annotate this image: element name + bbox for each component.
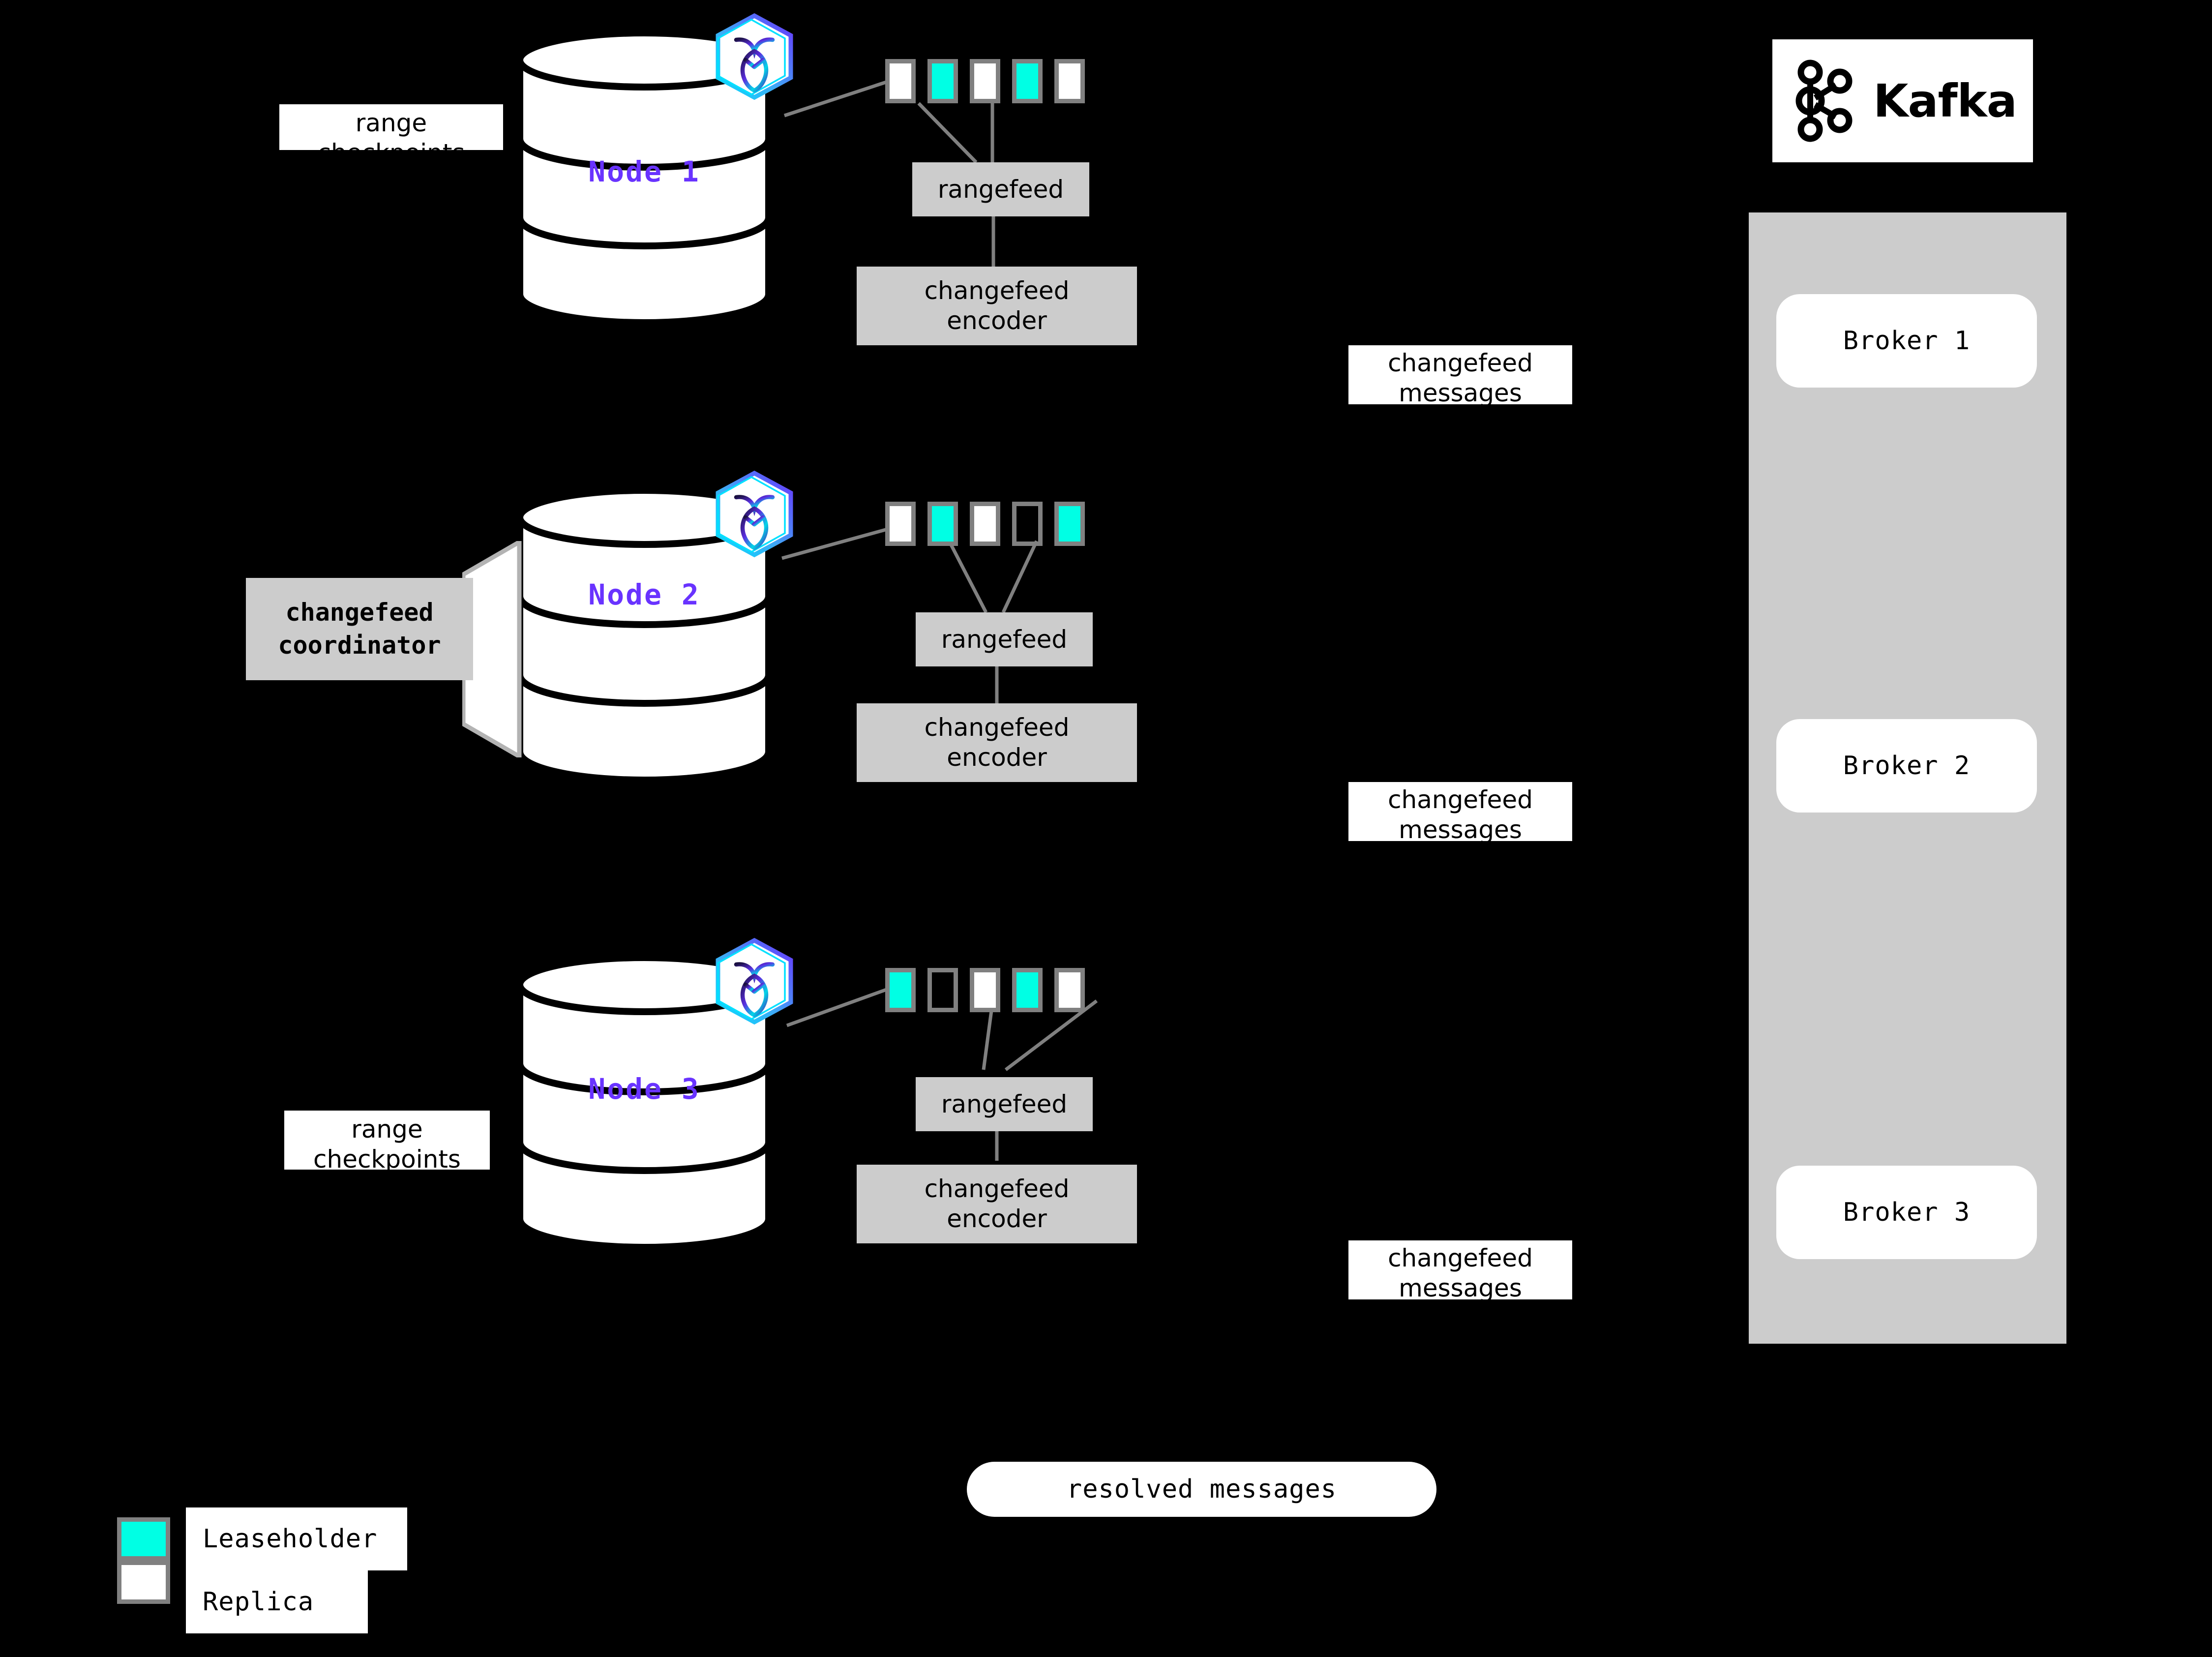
encoder-label-line2: encoder [947,743,1047,772]
range-checkpoints-line2: checkpoints [313,1145,461,1170]
kafka-nodes-icon [1795,60,1853,142]
range-block-leaseholder [1012,59,1043,103]
broker-box-2[interactable]: Broker 2 [1776,719,2037,813]
kafka-logo-box: Kafka [1772,39,2033,162]
rangefeed-label: rangefeed [941,1089,1068,1118]
range-block-empty [1012,502,1043,546]
cockroachdb-hexagon-icon [709,9,800,107]
range-block-leaseholder [1012,968,1043,1012]
range-block-leaseholder [1054,502,1085,546]
range-block-replica [1054,968,1085,1012]
rangefeed-box-node-2: rangefeed [916,612,1093,666]
range-checkpoints-label-node-1: range checkpoints [279,104,503,150]
encoder-label-line1: changefeed [924,713,1070,742]
range-blocks-node-3 [885,968,1085,1012]
range-block-leaseholder [885,968,916,1012]
changefeed-encoder-box-node-1: changefeed encoder [857,267,1137,345]
cockroachdb-hexagon-icon [709,934,800,1031]
changefeed-messages-line1: changefeed [1388,349,1533,377]
broker-label: Broker 3 [1843,1198,1971,1227]
changefeed-messages-label-3: changefeed messages [1348,1240,1572,1299]
range-checkpoints-line2: checkpoints [279,138,503,150]
changefeed-messages-label-1: changefeed messages [1348,345,1572,404]
legend-label-replica: Replica [186,1570,368,1633]
changefeed-messages-line1: changefeed [1388,1244,1533,1272]
encoder-label-line1: changefeed [924,276,1070,305]
encoder-label-line2: encoder [947,1205,1047,1233]
changefeed-messages-label-2: changefeed messages [1348,782,1572,841]
range-block-replica [970,59,1000,103]
coordinator-line2: coordinator [278,631,441,660]
range-block-replica [1054,59,1085,103]
database-cylinder-node-1: Node 1 [514,30,775,325]
range-checkpoints-label-node-3: range checkpoints [284,1111,490,1170]
rangefeed-label: rangefeed [941,625,1068,654]
node-label: Node 2 [588,578,700,611]
resolved-messages-label: resolved messages [1066,1475,1337,1504]
kafka-wordmark: Kafka [1873,74,2017,127]
broker-label: Broker 1 [1843,326,1971,356]
changefeed-messages-line2: messages [1399,815,1522,841]
encoder-label-line2: encoder [947,306,1047,335]
range-blocks-node-2 [885,502,1085,546]
legend-swatch-replica [117,1561,170,1604]
coordinator-line1: changefeed [285,598,434,627]
broker-label: Broker 2 [1843,751,1971,781]
rangefeed-box-node-1: rangefeed [912,162,1089,216]
changefeed-messages-line2: messages [1399,1274,1522,1299]
range-block-replica [885,59,916,103]
range-block-empty [927,968,958,1012]
changefeed-encoder-box-node-3: changefeed encoder [857,1165,1137,1243]
range-blocks-node-1 [885,59,1085,103]
range-block-replica [970,502,1000,546]
legend-text: Replica [203,1587,314,1617]
database-cylinder-node-3: Node 3 [514,954,775,1249]
range-block-replica [885,502,916,546]
rangefeed-label: rangefeed [937,175,1064,204]
rangefeed-box-node-3: rangefeed [916,1077,1093,1131]
changefeed-messages-line1: changefeed [1388,785,1533,814]
encoder-label-line1: changefeed [924,1175,1070,1203]
cockroachdb-hexagon-icon [709,466,800,564]
legend-text: Leaseholder [203,1524,378,1554]
broker-box-1[interactable]: Broker 1 [1776,294,2037,388]
changefeed-coordinator-box: changefeed coordinator [246,578,473,680]
database-cylinder-node-2: Node 2 [514,487,775,782]
node-label: Node 1 [588,155,700,188]
range-block-leaseholder [927,59,958,103]
changefeed-messages-line2: messages [1399,379,1522,404]
legend-label-leaseholder: Leaseholder [186,1507,407,1570]
legend-swatch-leaseholder [117,1517,170,1561]
resolved-messages-pill: resolved messages [967,1462,1436,1517]
changefeed-encoder-box-node-2: changefeed encoder [857,703,1137,782]
range-block-leaseholder [927,502,958,546]
range-checkpoints-line1: range [351,1115,423,1144]
range-checkpoints-line1: range [355,109,427,137]
range-block-replica [970,968,1000,1012]
broker-box-3[interactable]: Broker 3 [1776,1166,2037,1259]
node-label: Node 3 [588,1072,700,1106]
